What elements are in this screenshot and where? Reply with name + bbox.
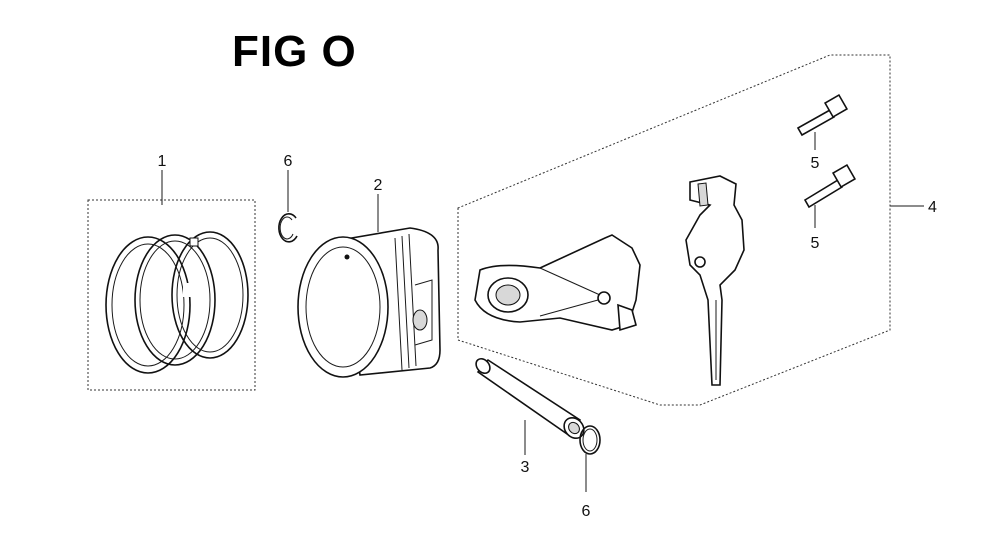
piston[interactable]	[297, 227, 441, 378]
callout-6-lower: 6	[582, 503, 591, 520]
callout-2: 2	[374, 177, 383, 194]
callout-1: 1	[158, 153, 167, 170]
callout-5-lower: 5	[811, 235, 820, 252]
callout-5-upper: 5	[811, 155, 820, 172]
piston-pin[interactable]	[473, 356, 588, 442]
pin-clip-upper[interactable]	[278, 213, 298, 243]
piston-ring-set[interactable]	[87, 199, 256, 391]
callout-4: 4	[928, 199, 937, 216]
callout-6-upper: 6	[284, 153, 293, 170]
ring-set-boundary	[87, 199, 256, 391]
connecting-rod[interactable]	[474, 234, 641, 332]
rod-cap[interactable]	[685, 175, 745, 386]
rod-bolt-lower[interactable]	[803, 163, 857, 209]
callout-3: 3	[521, 459, 530, 476]
page-title: FIG O	[232, 27, 357, 76]
pin-clip-lower[interactable]	[579, 425, 601, 455]
connecting-rod-assembly-boundary	[457, 54, 891, 406]
rod-bolt-upper[interactable]	[796, 93, 849, 137]
